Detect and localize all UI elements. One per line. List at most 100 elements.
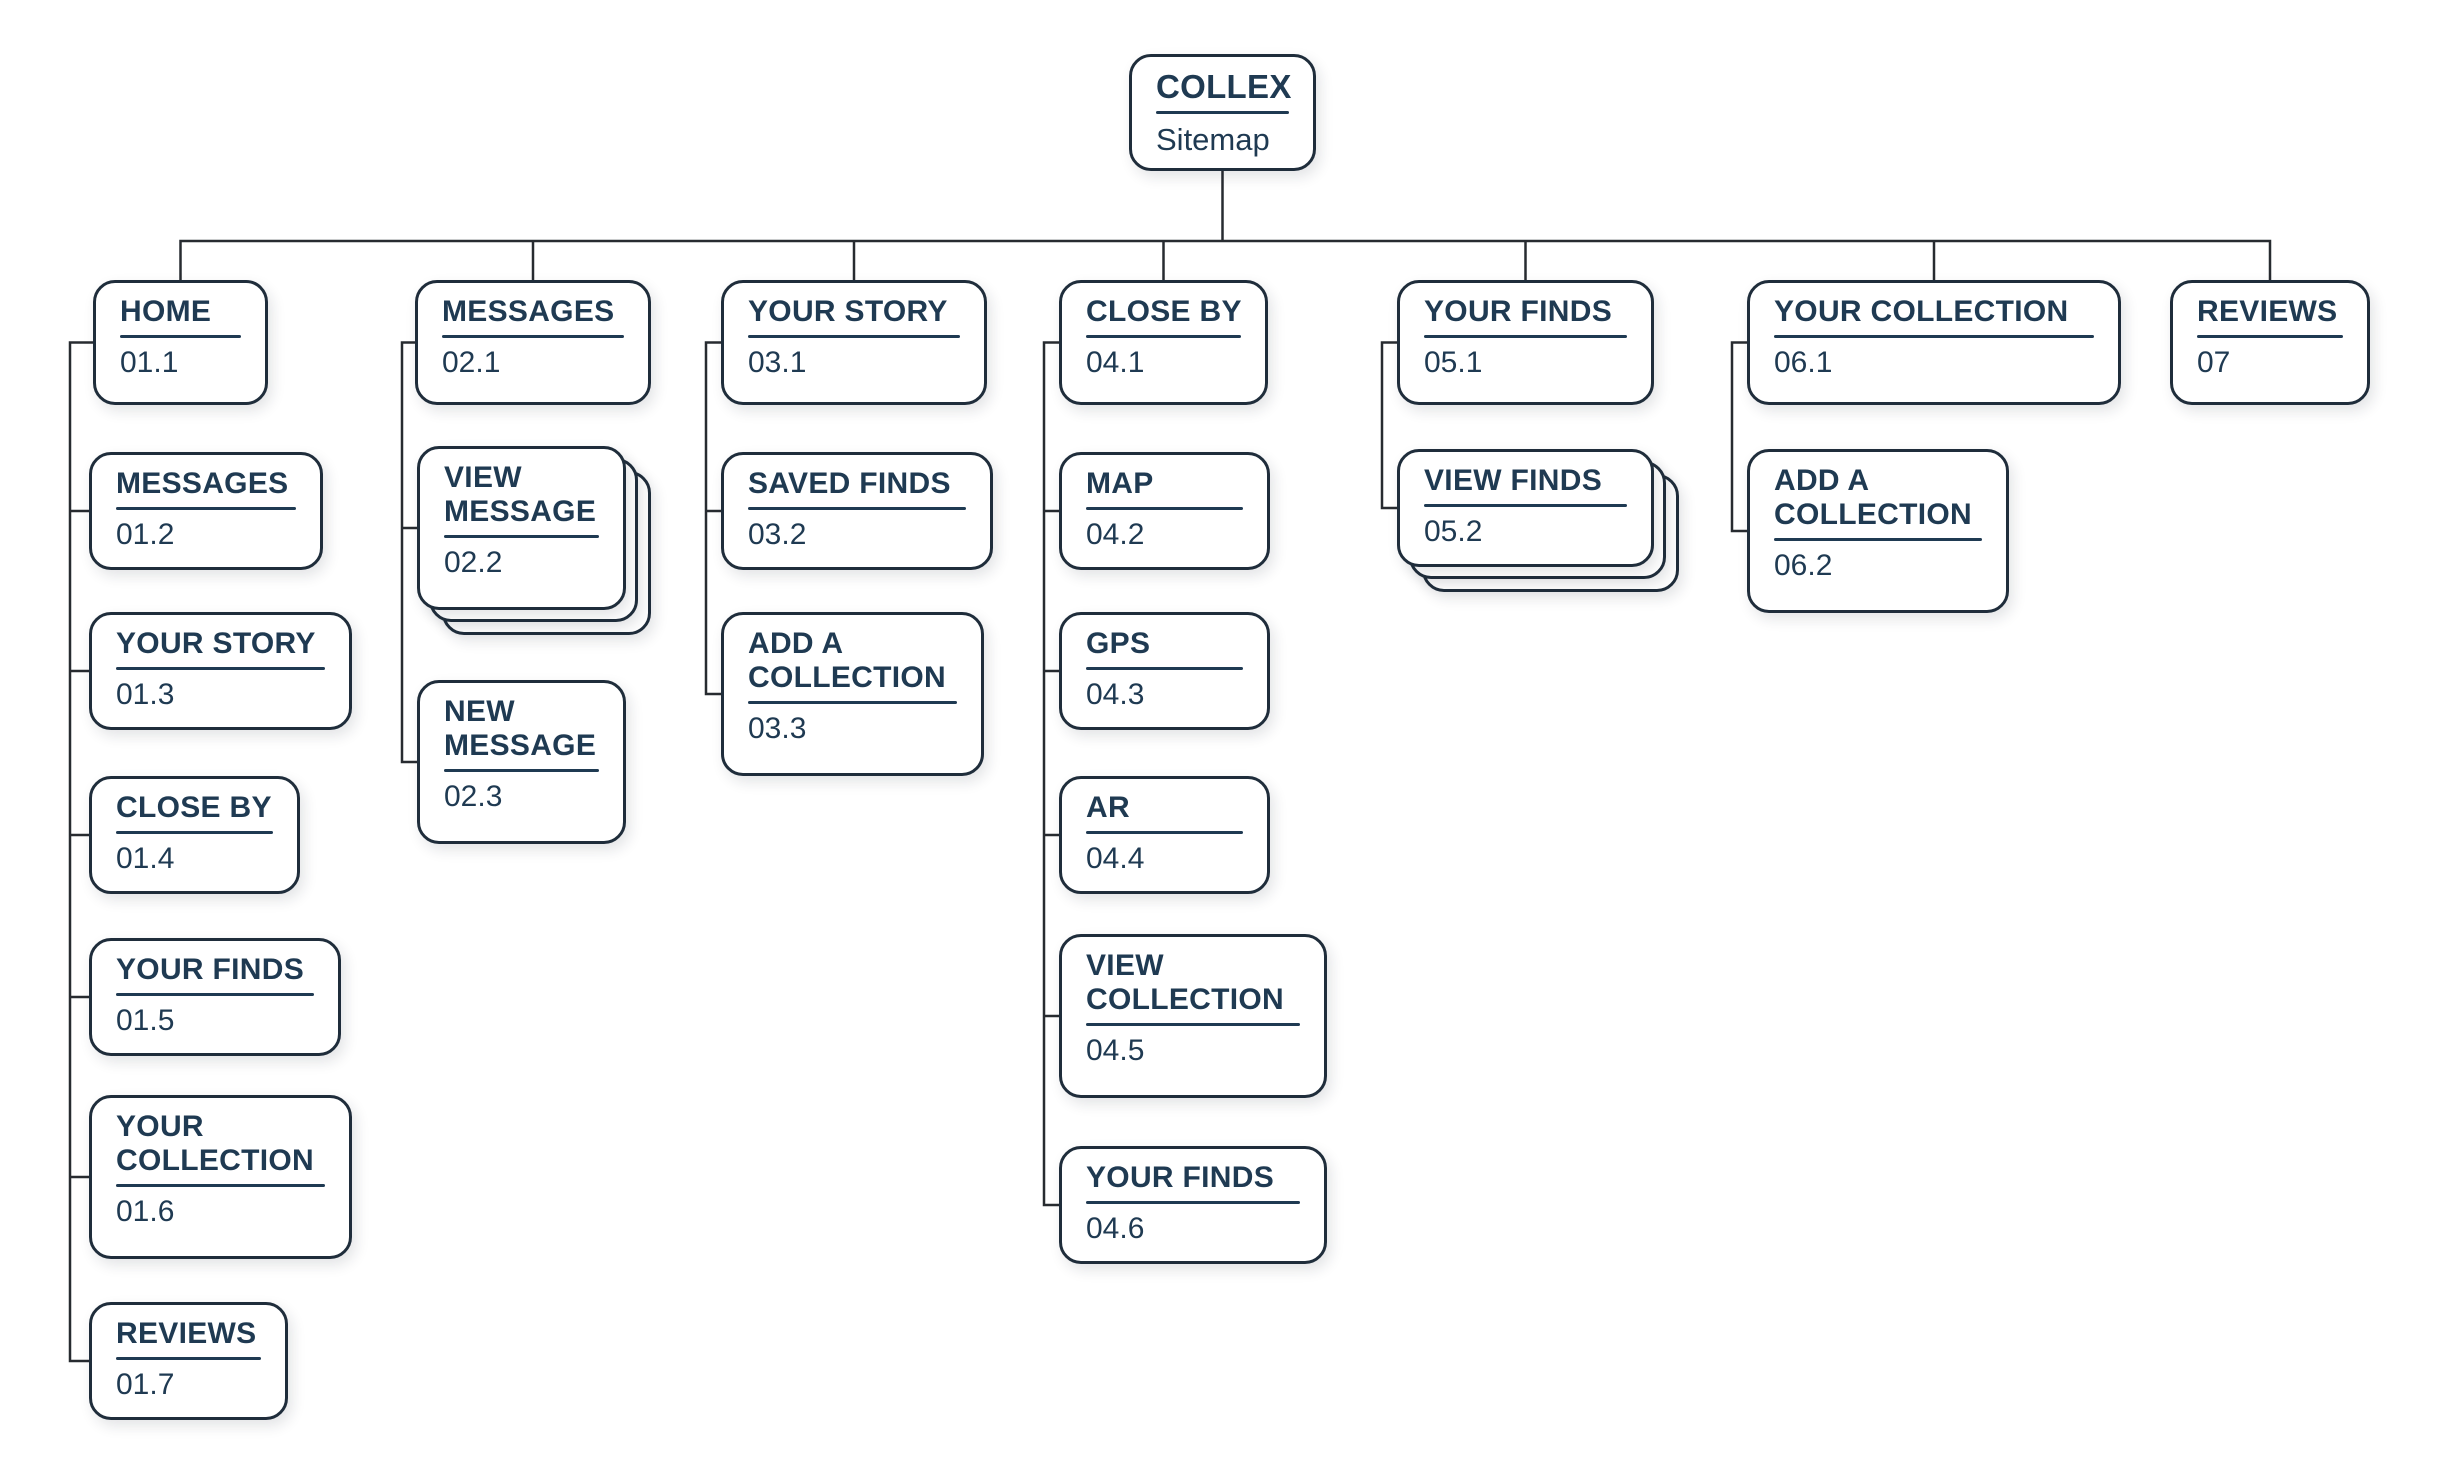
node-label: VIEW COLLECTION [1086, 949, 1284, 1016]
divider [444, 769, 599, 772]
node-label: AR [1086, 791, 1130, 824]
node-messages: MESSAGES 02.1 [415, 280, 651, 405]
divider [116, 507, 296, 510]
node-label: YOUR FINDS [1086, 1161, 1275, 1194]
node-label: MESSAGES [442, 295, 615, 328]
divider [116, 993, 314, 996]
divider [748, 701, 957, 704]
node-01-7-reviews: REVIEWS 01.7 [89, 1302, 288, 1420]
node-home: HOME 01.1 [93, 280, 268, 405]
divider [1086, 507, 1243, 510]
node-label: YOUR COLLECTION [116, 1110, 314, 1177]
node-04-3-gps: GPS 04.3 [1059, 612, 1270, 730]
node-label: CLOSE BY [116, 791, 272, 824]
node-id: 01.2 [116, 518, 175, 551]
divider [1086, 831, 1243, 834]
node-02-2-view-message: VIEW MESSAGE 02.2 [417, 446, 626, 610]
divider [1086, 667, 1243, 670]
divider [1424, 335, 1627, 338]
node-04-4-ar: AR 04.4 [1059, 776, 1270, 894]
node-id: 01.6 [116, 1195, 175, 1228]
node-id: 04.3 [1086, 678, 1145, 711]
node-03-2-saved-finds: SAVED FINDS 03.2 [721, 452, 993, 570]
node-label: REVIEWS [116, 1317, 257, 1350]
node-label: SAVED FINDS [748, 467, 951, 500]
node-your-story: YOUR STORY 03.1 [721, 280, 987, 405]
divider [748, 507, 966, 510]
node-id: 03.1 [748, 346, 807, 379]
node-02-3-new-message: NEW MESSAGE 02.3 [417, 680, 626, 844]
node-01-2-messages: MESSAGES 01.2 [89, 452, 323, 570]
node-id: 02.1 [442, 346, 501, 379]
divider [442, 335, 624, 338]
node-id: 03.3 [748, 712, 807, 745]
node-label: YOUR STORY [116, 627, 316, 660]
node-01-4-close-by: CLOSE BY 01.4 [89, 776, 300, 894]
node-close-by: CLOSE BY 04.1 [1059, 280, 1268, 405]
divider [116, 831, 273, 834]
divider [1424, 504, 1627, 507]
node-01-5-your-finds: YOUR FINDS 01.5 [89, 938, 341, 1056]
node-root: COLLEX Sitemap [1129, 54, 1316, 171]
node-04-5-view-collection: VIEW COLLECTION 04.5 [1059, 934, 1327, 1098]
node-06-2-add-a-collection: ADD A COLLECTION 06.2 [1747, 449, 2009, 613]
node-label: YOUR STORY [748, 295, 948, 328]
node-01-3-your-story: YOUR STORY 01.3 [89, 612, 352, 730]
node-reviews: REVIEWS 07 [2170, 280, 2370, 405]
node-01-6-your-collection: YOUR COLLECTION 01.6 [89, 1095, 352, 1259]
node-id: 05.1 [1424, 346, 1483, 379]
node-label: YOUR COLLECTION [1774, 295, 2069, 328]
node-your-collection: YOUR COLLECTION 06.1 [1747, 280, 2121, 405]
node-id: 01.5 [116, 1004, 175, 1037]
node-id: 02.2 [444, 546, 503, 579]
divider [748, 335, 960, 338]
node-label: YOUR FINDS [116, 953, 305, 986]
node-label: HOME [120, 295, 212, 328]
divider [1156, 111, 1289, 114]
divider [120, 335, 241, 338]
divider [116, 1357, 261, 1360]
node-label: NEW MESSAGE [444, 695, 597, 762]
node-label: GPS [1086, 627, 1151, 660]
brand-title: COLLEX [1156, 68, 1292, 105]
divider [1774, 335, 2094, 338]
node-05-2-view-finds: VIEW FINDS 05.2 [1397, 449, 1654, 567]
node-id: 01.3 [116, 678, 175, 711]
node-id: 04.5 [1086, 1034, 1145, 1067]
node-id: 03.2 [748, 518, 807, 551]
node-id: 07 [2197, 346, 2231, 379]
divider [1086, 1023, 1300, 1026]
divider [2197, 335, 2343, 338]
node-id: 06.2 [1774, 549, 1833, 582]
divider [116, 667, 325, 670]
node-id: 05.2 [1424, 515, 1483, 548]
node-label: CLOSE BY [1086, 295, 1242, 328]
node-label: ADD A COLLECTION [748, 627, 946, 694]
node-id: 04.6 [1086, 1212, 1145, 1245]
node-label: REVIEWS [2197, 295, 2338, 328]
divider [116, 1184, 325, 1187]
node-label: MAP [1086, 467, 1154, 500]
node-id: 02.3 [444, 780, 503, 813]
divider [1086, 335, 1241, 338]
node-your-finds: YOUR FINDS 05.1 [1397, 280, 1654, 405]
node-id: 04.4 [1086, 842, 1145, 875]
node-label: VIEW MESSAGE [444, 461, 597, 528]
node-id: 01.7 [116, 1368, 175, 1401]
node-03-3-add-a-collection: ADD A COLLECTION 03.3 [721, 612, 984, 776]
root-subtitle: Sitemap [1156, 122, 1270, 157]
node-id: 06.1 [1774, 346, 1833, 379]
node-label: YOUR FINDS [1424, 295, 1613, 328]
node-label: MESSAGES [116, 467, 289, 500]
node-id: 01.1 [120, 346, 179, 379]
node-04-6-your-finds: YOUR FINDS 04.6 [1059, 1146, 1327, 1264]
node-04-2-map: MAP 04.2 [1059, 452, 1270, 570]
node-id: 04.1 [1086, 346, 1145, 379]
node-label: VIEW FINDS [1424, 464, 1603, 497]
node-id: 04.2 [1086, 518, 1145, 551]
node-id: 01.4 [116, 842, 175, 875]
node-label: ADD A COLLECTION [1774, 464, 1972, 531]
divider [1774, 538, 1982, 541]
divider [444, 535, 599, 538]
